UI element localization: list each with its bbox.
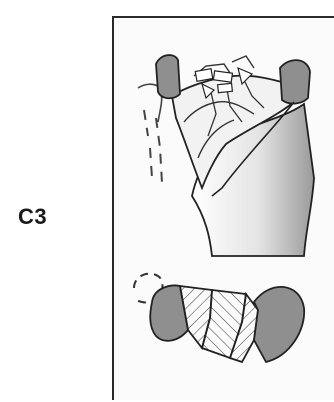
lateral-condyle-fragment	[156, 55, 180, 98]
fibula-outline	[138, 84, 162, 183]
medial-condyle-fragment	[280, 60, 310, 104]
classification-label: C3	[18, 204, 47, 230]
fracture-illustration-panel	[112, 16, 334, 400]
plateau-axial-view	[150, 286, 304, 362]
medial-axial-fragment	[254, 287, 304, 362]
tibial-plateau-fracture-drawing	[114, 18, 334, 402]
